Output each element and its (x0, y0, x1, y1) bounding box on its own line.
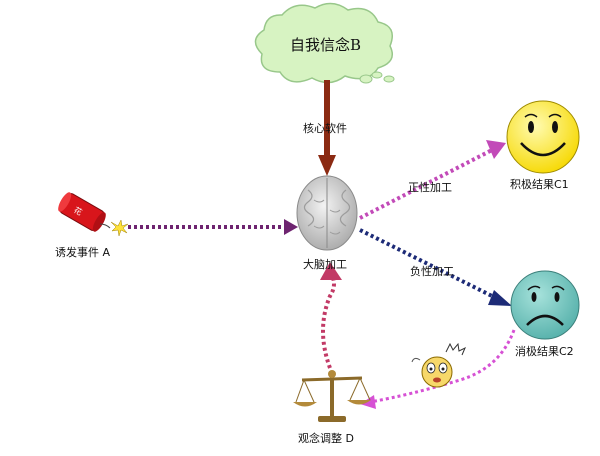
trigger-arrow (128, 219, 298, 235)
adjustment-arrow (320, 262, 342, 369)
belief-label: 自我信念B (290, 36, 362, 54)
confused-face-icon (411, 342, 466, 388)
positive-result-label: 积极结果C1 (510, 178, 569, 191)
positive-processing-label: 正性加工 (408, 181, 452, 194)
brain-processing-label: 大脑加工 (303, 258, 347, 271)
firecracker-icon: 花 (58, 192, 129, 237)
core-arrow (318, 80, 336, 176)
trigger-event-label: 诱发事件 A (55, 246, 111, 259)
negative-arrow (359, 228, 512, 306)
negative-processing-label: 负性加工 (410, 265, 454, 278)
happy-face-icon (506, 100, 580, 174)
sad-face-icon (510, 270, 580, 340)
spark-icon (110, 219, 129, 237)
core-software-label: 核心软件 (303, 122, 347, 135)
brain-icon (296, 175, 358, 251)
positive-arrow (359, 140, 506, 220)
belief-cloud (254, 2, 395, 84)
scale-icon (293, 370, 371, 422)
belief-adjustment-label: 观念调整 D (298, 432, 354, 445)
svg-text:花: 花 (72, 205, 84, 218)
reconsider-arrow (360, 329, 516, 409)
negative-result-label: 消极结果C2 (515, 345, 574, 358)
